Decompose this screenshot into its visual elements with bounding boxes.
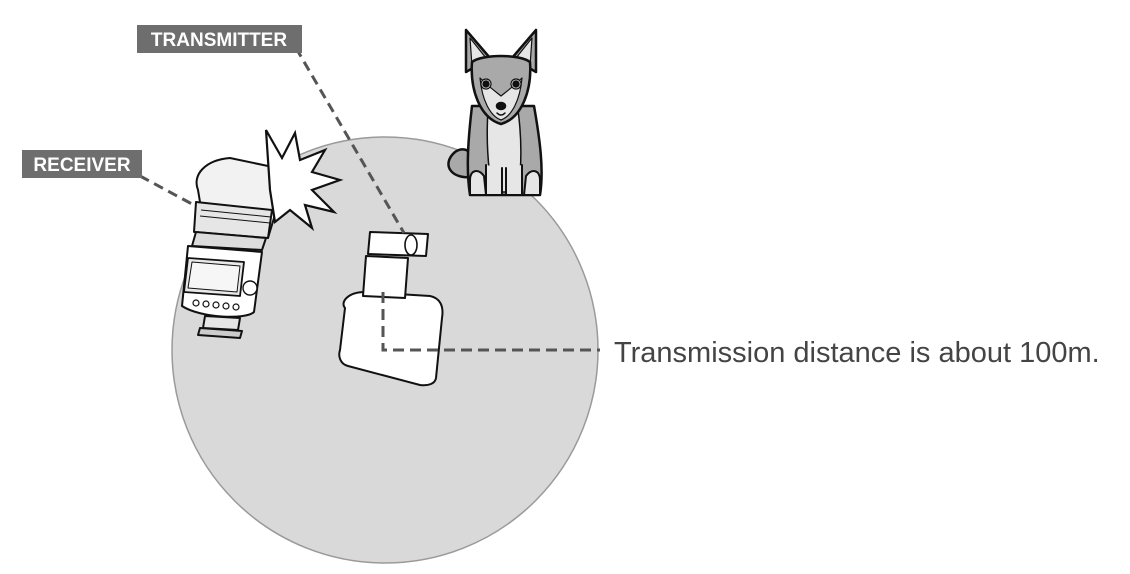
- flash-burst-icon: [264, 129, 344, 232]
- transmitter-leader-line: [294, 47, 406, 234]
- transmitter-label: TRANSMITTER: [137, 25, 302, 53]
- distance-leader-line: [381, 292, 600, 352]
- transmitter-label-text: TRANSMITTER: [151, 30, 287, 51]
- dog-icon: [447, 28, 543, 197]
- transmission-distance-caption: Transmission distance is about 100m.: [614, 337, 1100, 369]
- receiver-leader-line: [139, 174, 193, 206]
- receiver-label-text: RECEIVER: [33, 155, 130, 176]
- flash-transmitter-icon: [338, 231, 444, 387]
- receiver-label: RECEIVER: [22, 150, 142, 178]
